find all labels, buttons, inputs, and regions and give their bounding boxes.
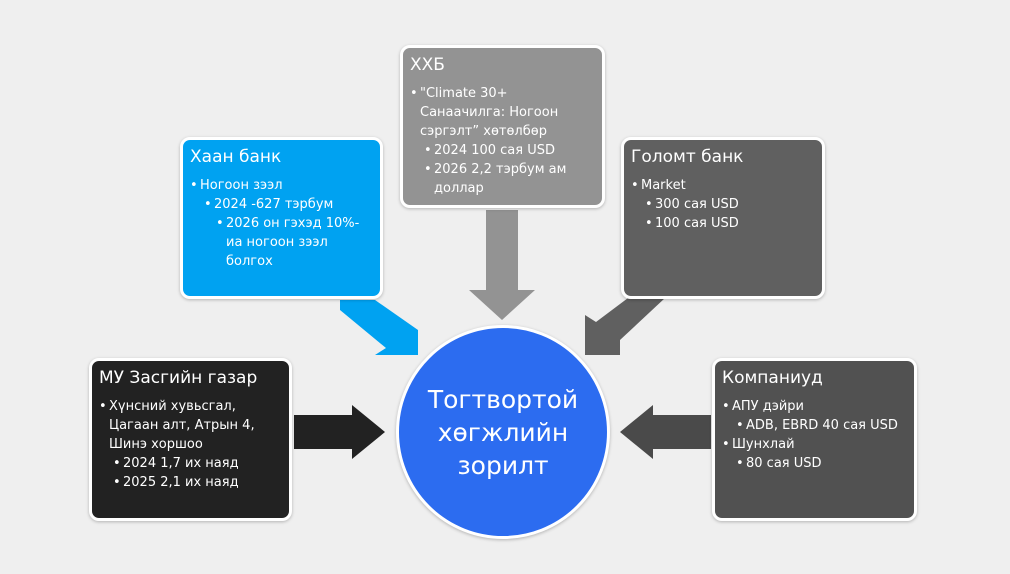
companies-item: АПУ дэйри: [722, 397, 906, 416]
companies-item: Шунхлай: [722, 435, 906, 454]
khan-bank-item: 2026 он гэхэд 10%-иа ногоон зээл болгох: [216, 214, 372, 271]
center-goal-circle: Тогтвортой хөгжлийн зорилт: [396, 325, 610, 539]
arrow-companies-to-center: [620, 405, 711, 459]
golomt-bank-item: Market: [631, 176, 814, 195]
xxb-item: 2026 2,2 тэрбум ам доллар: [424, 160, 594, 198]
xxb-item: "Climate 30+ Санаачилга: Ногоон сэргэлт”…: [410, 84, 594, 141]
xxb-title: ХХБ: [410, 55, 445, 75]
khan-bank-box: Хаан банк Ногоон зээл 2024 -627 тэрбум 2…: [180, 137, 383, 299]
golomt-bank-item: 300 сая USD: [645, 195, 814, 214]
khan-bank-item: 2024 -627 тэрбум: [204, 195, 372, 214]
arrow-xxb-to-center: [469, 210, 535, 320]
arrow-golomt-to-center: [585, 298, 665, 355]
government-item: Хүнсний хувьсгал, Цагаан алт, Атрын 4, Ш…: [99, 397, 281, 454]
center-goal-label: Тогтвортой хөгжлийн зорилт: [427, 384, 579, 480]
golomt-bank-item: 100 сая USD: [645, 214, 814, 233]
companies-item: ADB, EBRD 40 сая USD: [736, 416, 906, 435]
xxb-item: 2024 100 сая USD: [424, 141, 594, 160]
companies-item: 80 сая USD: [736, 454, 906, 473]
government-box: МУ Засгийн газар Хүнсний хувьсгал, Цагаа…: [89, 358, 292, 521]
arrow-khan-to-center: [340, 300, 418, 355]
government-item: 2024 1,7 их наяд: [113, 454, 281, 473]
companies-box: Компаниуд АПУ дэйри ADB, EBRD 40 сая USD…: [712, 358, 917, 521]
golomt-bank-title: Голомт банк: [631, 147, 744, 167]
khan-bank-title: Хаан банк: [190, 147, 282, 167]
khan-bank-item: Ногоон зээл: [190, 176, 372, 195]
government-item: 2025 2,1 их наяд: [113, 473, 281, 492]
companies-title: Компаниуд: [722, 368, 823, 388]
golomt-bank-box: Голомт банк Market 300 сая USD 100 сая U…: [621, 137, 825, 299]
arrow-mu-to-center: [294, 405, 385, 459]
government-title: МУ Засгийн газар: [99, 368, 258, 388]
xxb-box: ХХБ "Climate 30+ Санаачилга: Ногоон сэрг…: [400, 45, 605, 208]
